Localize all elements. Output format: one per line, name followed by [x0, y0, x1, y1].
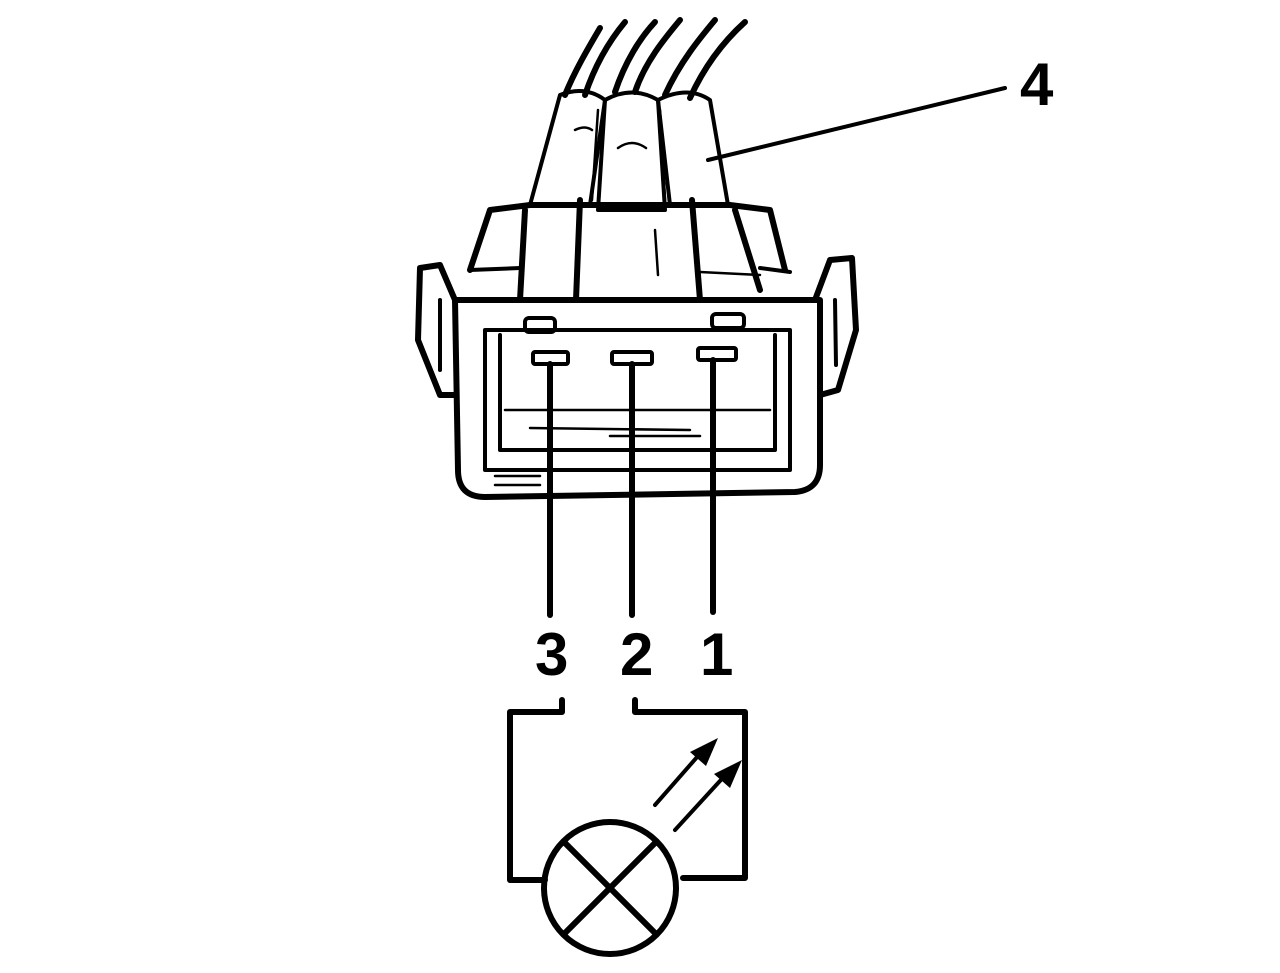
callout-label: 4: [1020, 51, 1054, 118]
callout-leader: [706, 86, 1007, 162]
pin-label-3: 3: [535, 621, 568, 688]
connector-pins: [531, 346, 738, 618]
connector-housing: [415, 197, 859, 500]
lamp-icon: [541, 819, 679, 957]
test-circuit: [507, 697, 748, 957]
pin-label-1: 1: [700, 621, 733, 688]
light-emission-arrows-icon: [653, 738, 742, 832]
pin-label-2: 2: [620, 621, 653, 688]
wire-bundle: [562, 17, 748, 101]
pin-1-contact: [696, 346, 738, 362]
wire-boots: [528, 89, 730, 212]
